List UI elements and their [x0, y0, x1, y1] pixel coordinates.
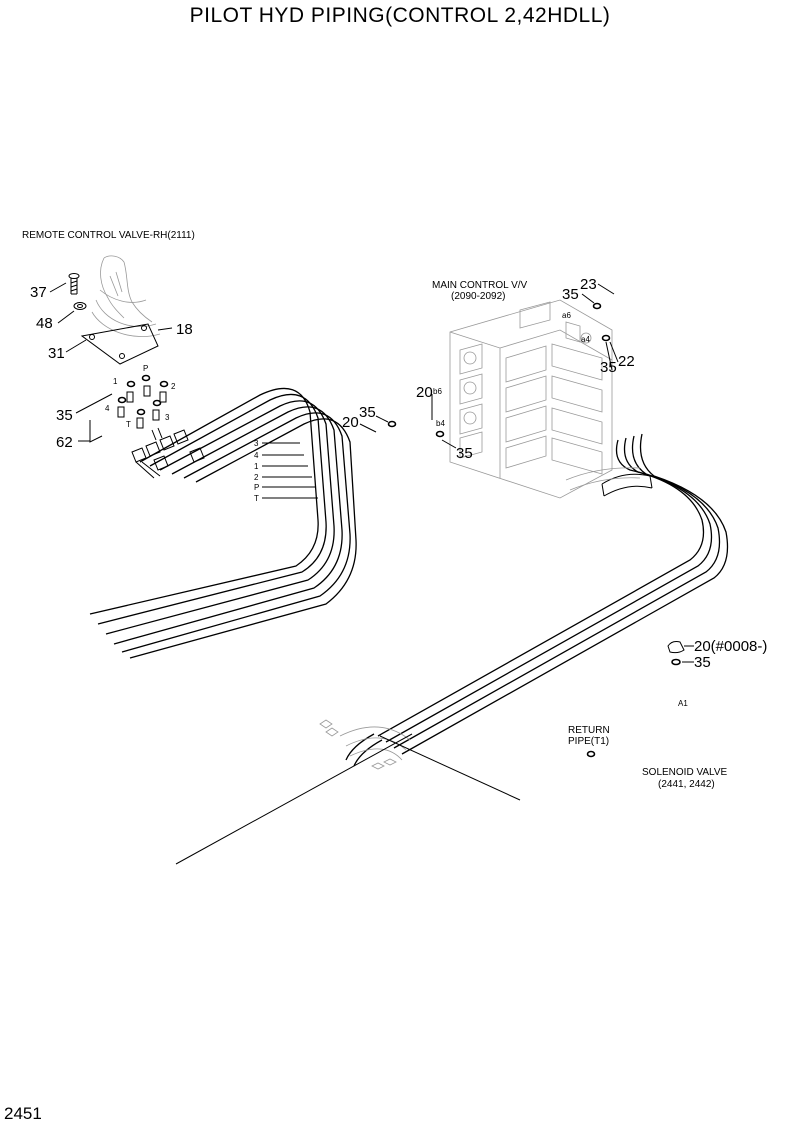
callout-20-b6: 20 — [416, 384, 433, 401]
oring-35-b4 — [435, 430, 445, 438]
lower-clamp — [319, 719, 411, 770]
callout-20-sol: 20(#0008-) — [694, 638, 767, 655]
callout-37: 37 — [30, 284, 47, 301]
port-4: 4 — [105, 404, 110, 413]
bolt-37 — [68, 273, 80, 295]
return-oring — [586, 750, 596, 758]
hose-tag-4: 4 — [254, 451, 259, 460]
page-number: 2451 — [4, 1104, 42, 1123]
solenoid-codes: (2441, 2442) — [658, 779, 715, 790]
callout-35-sol: 35 — [694, 654, 711, 671]
port-2: 2 — [171, 382, 176, 391]
washer-48 — [73, 302, 87, 310]
hose-tag-2: 2 — [254, 473, 259, 482]
main-valve-codes: (2090-2092) — [451, 291, 505, 302]
solenoid-label: SOLENOID VALVE — [642, 767, 728, 778]
oring-35-mid — [387, 420, 397, 428]
return-line-right — [379, 735, 521, 801]
callout-22: 22 — [618, 353, 635, 370]
solenoid-fitting — [667, 641, 694, 666]
port-P: P — [143, 364, 148, 373]
oring-35-top — [592, 302, 602, 310]
callout-31: 31 — [48, 345, 65, 362]
main-control-valve — [449, 299, 613, 499]
base-plate — [80, 323, 159, 365]
return-pipe-label: PIPE(T1) — [568, 736, 609, 747]
port-b4: b4 — [436, 419, 445, 428]
return-label: RETURN — [568, 725, 610, 736]
port-1: 1 — [113, 377, 118, 386]
return-line-left — [175, 733, 413, 865]
port-3: 3 — [165, 413, 170, 422]
remote-control-valve — [80, 255, 161, 365]
main-valve-label: MAIN CONTROL V/V — [432, 280, 528, 291]
callout-35-mid: 35 — [359, 404, 376, 421]
hose-tag-P: P — [254, 483, 259, 492]
callout-62: 62 — [56, 434, 73, 451]
callout-18: 18 — [176, 321, 193, 338]
hose-tag-1: 1 — [254, 462, 259, 471]
port-a4: a4 — [581, 335, 590, 344]
port-orings — [117, 374, 169, 416]
remote-valve-label: REMOTE CONTROL VALVE-RH(2111) — [22, 230, 195, 241]
callout-23: 23 — [580, 276, 597, 293]
port-b6: b6 — [433, 387, 442, 396]
left-pipe-bundle — [89, 387, 357, 659]
hose-tag-3: 3 — [254, 439, 259, 448]
hose-tags — [262, 442, 318, 499]
port-A1: A1 — [678, 699, 688, 708]
diagram-title: PILOT HYD PIPING(CONTROL 2,42HDLL) — [189, 4, 611, 27]
callout-48: 48 — [36, 315, 53, 332]
callout-20-mid: 20 — [342, 414, 359, 431]
port-T: T — [126, 420, 131, 429]
port-a6: a6 — [562, 311, 571, 320]
callout-35-right: 35 — [600, 359, 617, 376]
port-fittings — [117, 385, 167, 429]
callout-35-left: 35 — [56, 407, 73, 424]
callout-35-top: 35 — [562, 286, 579, 303]
right-pipe-bundle — [345, 433, 729, 767]
oring-35-right — [601, 334, 611, 342]
hose-tag-T: T — [254, 494, 259, 503]
callout-35-b4: 35 — [456, 445, 473, 462]
